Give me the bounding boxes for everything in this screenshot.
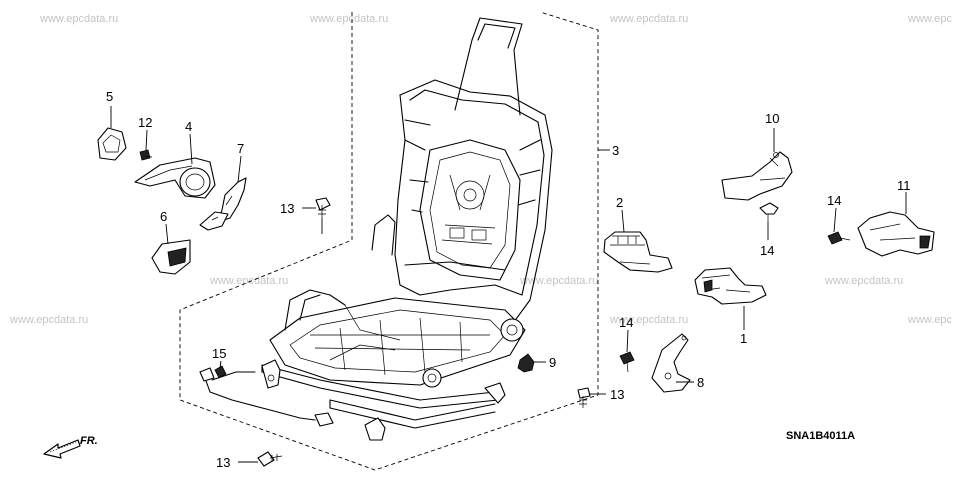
part-14-clips [619,202,851,373]
diagram-code: SNA1B4011A [786,430,855,442]
watermark-text: www.epcdata.ru [209,275,288,287]
watermark-text: www.epcdata.ru [609,13,688,25]
front-arrow-label: FR. [80,435,98,447]
watermark-text: www.epc [907,314,953,326]
watermark-text: www.epc [907,13,953,25]
watermark-text: www.epcdata.ru [519,275,598,287]
callout-7: 7 [237,141,244,156]
part-5-cap [97,127,127,161]
callout-6: 6 [160,209,167,224]
callout-3: 3 [612,143,619,158]
callout-13: 13 [610,387,624,402]
part-8-bracket [651,333,691,393]
front-direction-arrow: FR. [43,435,98,459]
part-12-screw [139,149,153,161]
callout-14: 14 [760,243,774,258]
callout-14: 14 [827,193,841,208]
part-10-bracket [721,151,793,201]
callout-13: 13 [280,201,294,216]
callout-1: 1 [740,331,747,346]
callout-12: 12 [138,115,152,130]
watermark-text: www.epcdata.ru [39,13,118,25]
callout-15: 15 [212,346,226,361]
callout-13: 13 [216,455,230,470]
callout-14: 14 [619,315,633,330]
callout-2: 2 [616,195,623,210]
arrow-icon [43,439,81,459]
part-11-bracket [857,211,935,257]
part-7-strip [199,177,247,231]
part-1-cover [694,267,767,305]
callout-10: 10 [765,111,779,126]
part-13-bolts [257,197,591,467]
callout-9: 9 [549,355,556,370]
leader-lines [110,106,907,463]
callout-4: 4 [185,119,192,134]
part-9-clip [517,353,535,373]
watermark-text: www.epcdata.ru [609,314,688,326]
callout-labels: 5 12 4 7 6 13 15 13 3 2 1 10 14 14 11 14… [106,89,911,470]
callout-8: 8 [697,375,704,390]
callout-11: 11 [897,178,911,193]
part-4-cover [134,157,216,199]
callout-5: 5 [106,89,113,104]
watermark-text: www.epcdata.ru [309,13,388,25]
seat-frame-assembly [261,17,553,441]
watermark-text: www.epcdata.ru [9,314,88,326]
part-6-lever [151,239,191,275]
part-2-cover [603,231,673,273]
watermark-text: www.epcdata.ru [824,275,903,287]
